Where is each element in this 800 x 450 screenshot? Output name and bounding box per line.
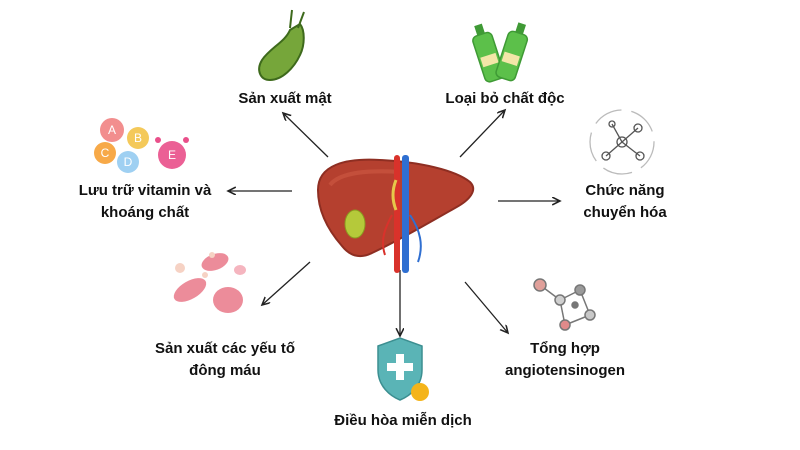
immune-shield-icon [377,337,429,401]
artery-icon [394,155,400,273]
arrows [228,110,560,336]
sun-icon [411,383,429,401]
vitamin-b-letter: B [134,131,142,145]
label-immune-regulation: Điều hòa miễn dịch [334,412,472,429]
arrow-to-bile [283,113,329,158]
blood-cells-icon [173,252,246,313]
vitamins-icon: A B C D E [94,118,189,173]
toxin-bottles-icon [472,22,529,83]
label-detoxification: Loại bỏ chất độc [445,90,565,107]
label-clotting-factors: Sản xuất các yếu tố đông máu [154,340,296,379]
arrow-to-angio [464,281,508,333]
angiotensinogen-molecule-icon [533,278,596,331]
label-angiotensinogen: Tổng hợp angiotensinogen [505,340,625,379]
arrow-to-detox [459,110,505,158]
arrow-to-clotting [262,261,311,305]
label-vitamin-storage: Lưu trữ vitamin và khoáng chất [78,182,212,221]
vitamin-e-letter: E [168,148,176,162]
gallbladder-icon [258,9,305,82]
metabolism-cycle-icon [589,109,655,175]
liver-illustration [316,155,475,273]
vein-icon [402,155,409,273]
vitamin-a-letter: A [108,123,116,137]
vitamin-c-letter: C [101,146,110,160]
label-metabolism: Chức năng chuyển hóa [583,182,667,221]
gallbladder-on-liver-icon [344,209,366,239]
label-bile-production: Sản xuất mật [238,90,332,107]
vitamin-d-letter: D [124,155,133,169]
